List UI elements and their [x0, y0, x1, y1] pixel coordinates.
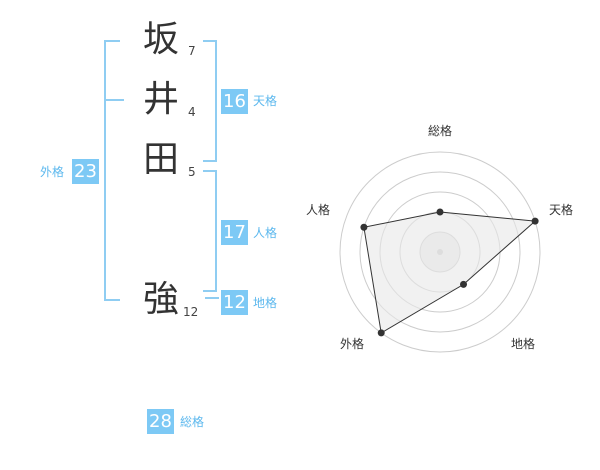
- stroke-count-3: 5: [188, 165, 196, 179]
- gaikaku-connector: [104, 99, 124, 101]
- radar-point-0: [436, 208, 444, 216]
- radar-axis-label-gaikaku: 外格: [340, 337, 365, 351]
- gaikaku-label: 外格: [40, 165, 65, 179]
- stroke-count-4: 12: [183, 305, 199, 319]
- chikaku-label: 地格: [253, 296, 278, 310]
- chikaku-connector: [205, 297, 219, 299]
- radar-points: [360, 208, 539, 337]
- gaikaku-value: 23: [72, 159, 99, 184]
- tenkaku-bracket: [203, 40, 217, 162]
- gaikaku-bracket: [104, 40, 120, 301]
- tenkaku-value: 16: [221, 89, 248, 114]
- radar-axis-label-tenkaku: 天格: [549, 203, 574, 217]
- radar-axis-label-jinkaku: 人格: [306, 203, 331, 217]
- stroke-count-1: 7: [188, 44, 196, 58]
- kanji-4: 強: [142, 279, 179, 320]
- jinkaku-value: 17: [221, 220, 248, 245]
- tenkaku-label: 天格: [253, 94, 278, 108]
- jinkaku-bracket: [203, 170, 217, 292]
- radar-polygon: [363, 211, 537, 334]
- kanji-3: 田: [142, 139, 179, 180]
- chikaku-value: 12: [221, 290, 248, 315]
- radar-point-3: [377, 329, 385, 337]
- radar-axis-label-soukaku: 総格: [428, 124, 453, 138]
- soukaku-label: 総格: [180, 415, 205, 429]
- radar-point-4: [360, 223, 368, 231]
- kanji-2: 井: [142, 79, 179, 120]
- stroke-count-2: 4: [188, 105, 196, 119]
- kanji-1: 坂: [142, 19, 179, 60]
- radar-axis-label-chikaku: 地格: [511, 337, 536, 351]
- radar-point-2: [460, 280, 468, 288]
- soukaku-value: 28: [147, 409, 174, 434]
- radar-point-1: [531, 217, 539, 225]
- jinkaku-label: 人格: [253, 226, 278, 240]
